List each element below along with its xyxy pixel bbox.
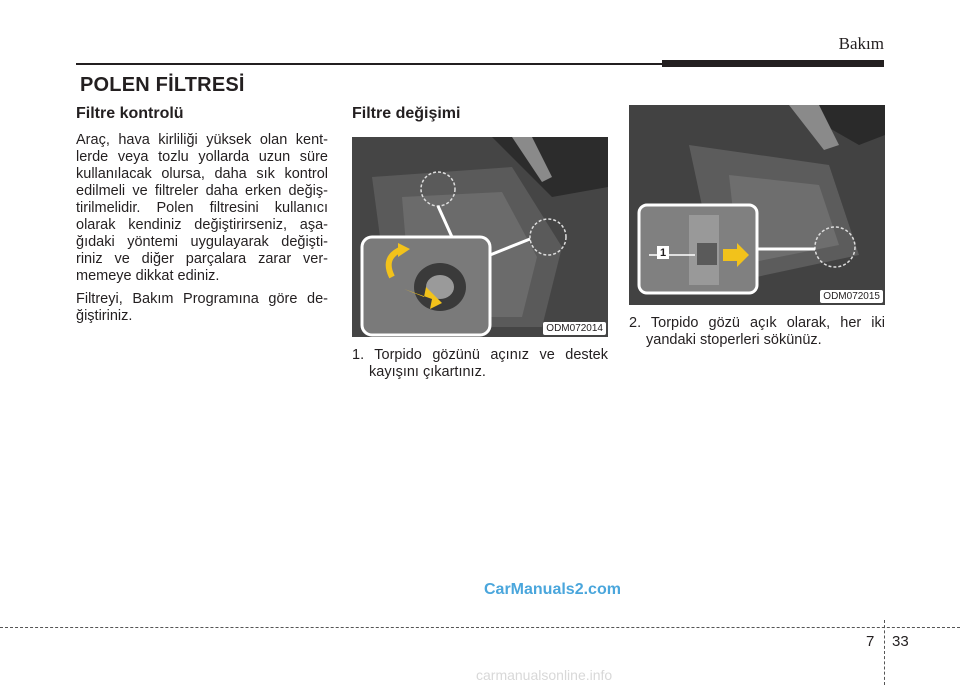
step-2-text: 2. Torpido gözü açık olarak, her iki yan… xyxy=(629,315,885,348)
filter-check-heading: Filtre kontrolü xyxy=(76,105,184,122)
column-filter-replace: Filtre değişimi ODM072014 1. Torpido göz… xyxy=(352,105,608,381)
filter-schedule-paragraph: Filtreyi, Bakım Programına göre de-ğişti… xyxy=(76,291,328,324)
section-title: POLEN FİLTRESİ xyxy=(80,74,245,96)
figure-code: ODM072015 xyxy=(820,290,883,303)
column-filter-replace-continued: 1 ODM072015 2. Torpido gözü açık olarak,… xyxy=(629,105,885,349)
bottom-watermark: carmanualsonline.info xyxy=(476,667,613,683)
glovebox-strap-illustration xyxy=(352,137,608,337)
page-number: 33 xyxy=(892,633,909,650)
figure-code: ODM072014 xyxy=(543,322,606,335)
filter-check-paragraph: Araç, hava kirliliği yüksek olan kent-le… xyxy=(76,132,328,284)
footer-divider xyxy=(884,620,885,685)
figure-glovebox-strap: ODM072014 xyxy=(352,137,608,337)
chapter-number: 7 xyxy=(866,633,875,650)
footer-rule xyxy=(0,627,960,628)
header-rule-bold xyxy=(662,60,884,67)
glovebox-stoppers-illustration: 1 xyxy=(629,105,885,305)
chapter-header: Bakım xyxy=(838,34,884,53)
header-rule xyxy=(76,63,662,65)
filter-replace-heading: Filtre değişimi xyxy=(352,105,461,122)
callout-1: 1 xyxy=(660,247,666,259)
step-1-text: 1. Torpido gözünü açınız ve destek kayış… xyxy=(352,347,608,380)
figure-glovebox-stoppers: 1 ODM072015 xyxy=(629,105,885,305)
column-filter-check: Filtre kontrolü Araç, hava kirliliği yük… xyxy=(76,105,328,331)
watermark: CarManuals2.com xyxy=(484,581,621,598)
